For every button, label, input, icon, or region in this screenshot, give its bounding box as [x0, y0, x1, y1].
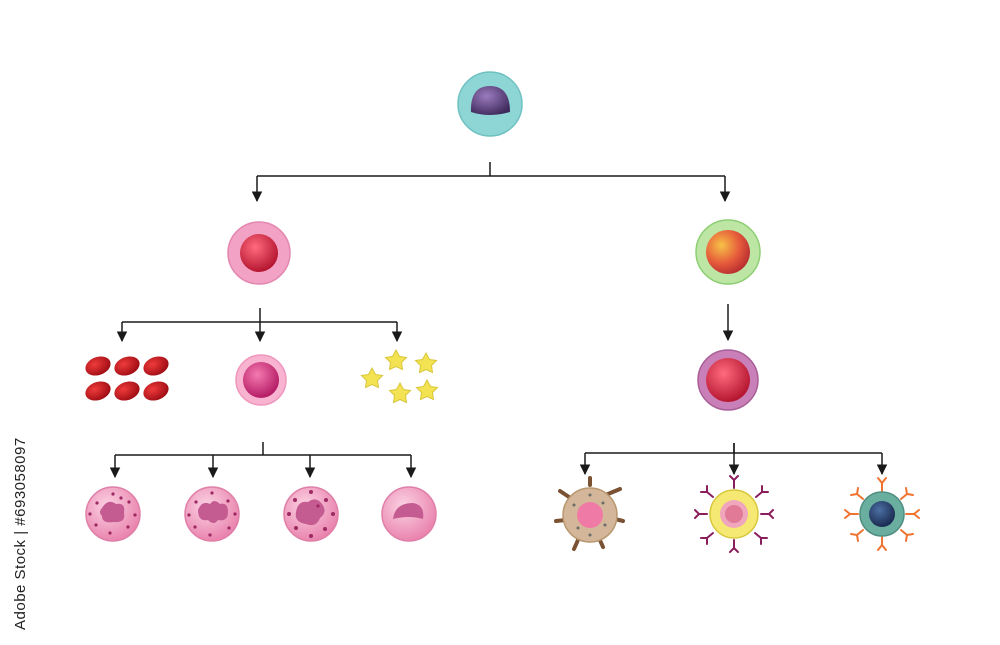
hematopoietic-stem-cell-icon	[457, 71, 523, 137]
lymphoblast-icon	[697, 349, 759, 411]
nk-cell-icon	[694, 475, 774, 553]
erythrocytes-icon	[85, 356, 169, 401]
lymphoid-progenitor-icon	[695, 219, 761, 285]
granulocyte-1-icon	[85, 486, 141, 542]
granulocyte-2-icon	[184, 486, 240, 542]
watermark-text: Adobe Stock | #693058097	[12, 437, 29, 630]
b-cell-icon	[844, 477, 920, 551]
connector-lines	[109, 162, 888, 479]
platelets-icon	[360, 348, 439, 404]
myeloblast-icon	[235, 354, 287, 406]
dendritic-cell-icon	[554, 476, 625, 551]
monocyte-icon	[381, 486, 437, 542]
myeloid-progenitor-icon	[227, 221, 291, 285]
granulocyte-3-icon	[283, 486, 339, 542]
